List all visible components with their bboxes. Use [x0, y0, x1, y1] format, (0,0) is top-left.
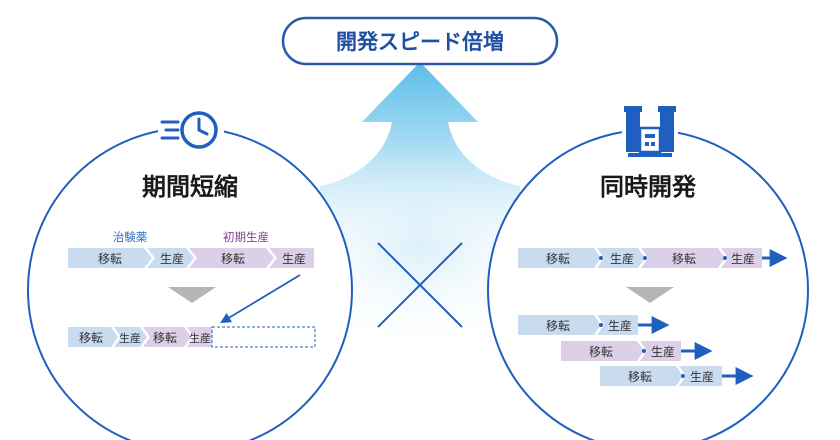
left-down-arrow — [168, 287, 216, 303]
category-initial-label: 初期生産 — [223, 230, 269, 244]
right-before-sequence: 移転 生産 移転 生産 — [518, 248, 788, 268]
category-trial-label: 治験薬 — [113, 230, 148, 244]
left-after-seg-3: 移転 — [153, 331, 177, 345]
right-row1-seg-2: 生産 — [608, 318, 632, 333]
right-after-row-3: 移転 生産 — [600, 366, 754, 386]
right-row3-seg-2: 生産 — [690, 369, 714, 384]
speed-up-arrow — [320, 62, 520, 250]
left-before-seg-2: 生産 — [160, 251, 184, 266]
headline-text: 開発スピード倍増 — [336, 30, 504, 54]
left-panel: 期間短縮 治験薬 初期生産 移転 生産 移転 生産 移転 生産 移転 生産 — [27, 106, 353, 440]
left-shift-arrow — [220, 274, 301, 324]
left-panel-title: 期間短縮 — [142, 173, 238, 201]
right-row3-seg-1: 移転 — [628, 370, 652, 384]
left-before-seg-3: 移転 — [221, 252, 245, 266]
headline-pill: 開発スピード倍増 — [281, 16, 559, 66]
right-row2-seg-1: 移転 — [589, 345, 613, 359]
left-after-seg-4: 生産 — [189, 331, 211, 345]
left-after-seg-1: 移転 — [79, 331, 103, 345]
right-before-seg-1: 移転 — [546, 252, 570, 266]
saved-time-box — [211, 326, 316, 348]
left-after-sequence: 移転 生産 移転 生産 — [68, 326, 316, 348]
right-row2-seg-2: 生産 — [651, 344, 675, 359]
left-before-seg-4: 生産 — [282, 251, 306, 266]
clock-speed-icon — [158, 106, 224, 158]
right-before-seg-4: 生産 — [731, 251, 755, 266]
right-panel-title: 同時開発 — [600, 173, 697, 201]
factory-icon — [622, 100, 678, 160]
right-after-row-2: 移転 生産 — [561, 341, 713, 361]
right-panel: 同時開発 移転 生産 移転 生産 移転 生産 — [487, 100, 809, 440]
right-before-seg-2: 生産 — [610, 251, 634, 266]
left-after-seg-2: 生産 — [119, 331, 141, 345]
right-before-seg-3: 移転 — [672, 252, 696, 266]
right-after-row-1: 移転 生産 — [518, 315, 670, 335]
left-before-seg-1: 移転 — [98, 252, 122, 266]
right-down-arrow — [626, 287, 674, 303]
multiply-mark — [377, 242, 463, 328]
left-before-sequence: 移転 生産 移転 生産 — [68, 248, 314, 268]
right-row1-seg-1: 移転 — [546, 319, 570, 333]
